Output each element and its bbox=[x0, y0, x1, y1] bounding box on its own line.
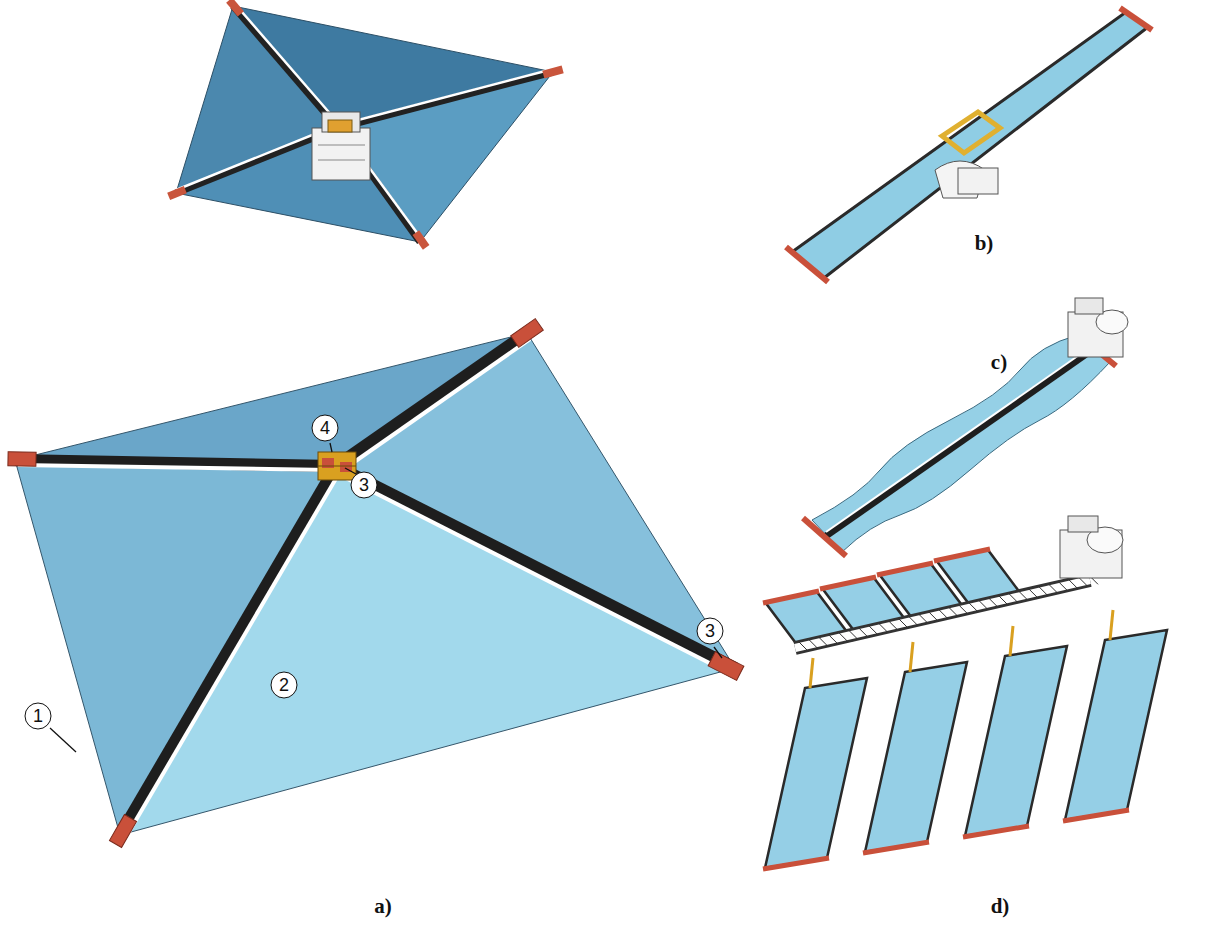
central-hub bbox=[318, 452, 356, 480]
callout-number: 2 bbox=[271, 672, 298, 699]
spacecraft bbox=[312, 112, 370, 180]
small-square-sail bbox=[167, 0, 564, 250]
two-panel-sail bbox=[786, 8, 1152, 282]
multi-panel-sail bbox=[763, 516, 1167, 869]
panel-label: b) bbox=[975, 231, 994, 256]
callout-number: 3 bbox=[697, 618, 724, 645]
wavy-strip-sail bbox=[803, 298, 1128, 556]
callout-number: 3 bbox=[351, 472, 378, 499]
panel-label: a) bbox=[374, 894, 392, 919]
leader-lines bbox=[50, 443, 722, 752]
callout-number: 4 bbox=[312, 415, 339, 442]
main-square-sail bbox=[8, 319, 744, 848]
panel-label: d) bbox=[991, 894, 1010, 919]
panel-label: c) bbox=[991, 350, 1007, 375]
callout-number: 1 bbox=[25, 703, 52, 730]
